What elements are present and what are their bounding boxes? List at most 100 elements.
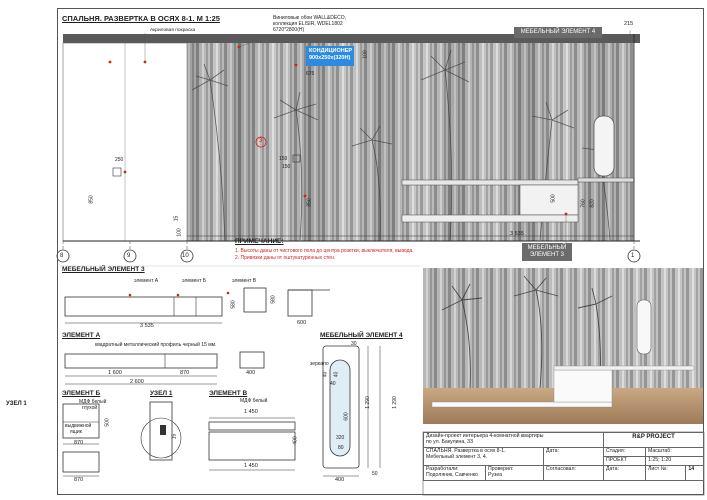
- a-dim-1600: 1 600: [108, 370, 122, 376]
- sheet-frame: [57, 8, 704, 495]
- profile-note: квадратный металлический профиль черный …: [95, 342, 217, 348]
- m4-dim-40c: 40: [330, 381, 336, 387]
- axis-10: 10: [182, 253, 189, 259]
- tb-project-line2: по ул. Бакулина, 33: [426, 438, 473, 445]
- a-dim-870: 870: [180, 370, 190, 376]
- m3-dim-600: 600: [297, 320, 307, 326]
- element-a-title: ЭЛЕМЕНТ А: [62, 332, 101, 339]
- m4-dim-600: 600: [343, 412, 350, 421]
- drawer-label-2: ящик: [70, 429, 82, 435]
- axis-8: 8: [60, 253, 64, 259]
- tb-date2: Дата:: [602, 464, 647, 481]
- tb-agreed: Согласовал:: [543, 464, 604, 481]
- dim-150: 150: [279, 156, 288, 162]
- element-v-title: ЭЛЕМЕНТ В: [209, 390, 248, 397]
- furniture-3-tag-line2: ЭЛЕМЕНТ 3: [529, 252, 565, 259]
- dim-850b: 850: [306, 198, 313, 207]
- furniture-3-tag: МЕБЕЛЬНЫЙ ЭЛЕМЕНТ 3: [522, 243, 572, 262]
- m4-dim-400: 400: [335, 477, 345, 483]
- dim-215: 215: [624, 21, 634, 27]
- tb-developed-label: Разработали:: [426, 465, 459, 472]
- m4-dim-50: 50: [372, 471, 378, 477]
- dim-15: 15: [173, 215, 180, 222]
- tb-scale-value: 1:25; 1:20: [645, 455, 704, 466]
- m4-dim-30: 30: [351, 341, 357, 347]
- notes-header: ПРИМЕЧАНИЕ:: [235, 238, 284, 245]
- tb-company: R&P PROJECT: [603, 432, 704, 448]
- n-dim-15: 15: [171, 433, 178, 440]
- mdf-white-label: МДФ белый: [79, 399, 107, 405]
- dim-820: 820: [589, 199, 596, 208]
- axis-1: 1: [631, 253, 635, 259]
- a-dim-2600: 2 600: [130, 379, 144, 385]
- dim-250: 250: [115, 157, 124, 163]
- dim-100: 100: [362, 50, 369, 59]
- m4-dim-40: 40: [322, 371, 329, 378]
- m4-dim-1290b: 1 290: [391, 396, 398, 409]
- mdf-blind-label: глухой: [82, 405, 98, 411]
- m3-dim-3535: 3 535: [140, 323, 154, 329]
- label-element-v: элемент В: [232, 278, 257, 284]
- dim-500: 500: [550, 194, 557, 203]
- tb-scale-label: Масштаб:: [645, 446, 704, 457]
- dim-100b: 100: [176, 228, 183, 237]
- title-block: Дизайн-проект интерьера 4-комнатной квар…: [423, 432, 704, 481]
- dim-3535: 3 535: [510, 231, 524, 237]
- b-dim-870: 870: [74, 440, 84, 446]
- tb-date: Дата:: [543, 446, 604, 466]
- conditioner-size: 900х250х(320Н): [309, 54, 351, 61]
- wallpaper-note-1: Виниловые обои WALL&DECO,: [273, 15, 347, 21]
- tb-stage-value: ПРОЕКТ: [602, 455, 647, 466]
- label-element-a: элемент А: [134, 278, 159, 284]
- label-element-b: элемент Б: [182, 278, 207, 284]
- dim-850: 850: [88, 195, 95, 204]
- furniture-3-title: МЕБЕЛЬНЫЙ ЭЛЕМЕНТ 3: [62, 266, 145, 273]
- furniture-3-tag-line1: МЕБЕЛЬНЫЙ: [527, 245, 567, 251]
- tb-sheet-title-line1: СПАЛЬНЯ. Развертка в осях 8-1.: [426, 447, 506, 454]
- furniture-4-title: МЕБЕЛЬНЫЙ ЭЛЕМЕНТ 4: [320, 332, 403, 339]
- v-dim-1450b: 1 450: [244, 463, 258, 469]
- furniture-4-tag: МЕБЕЛЬНЫЙ ЭЛЕМЕНТ 4: [514, 27, 602, 39]
- v-dim-400: 400: [292, 436, 299, 445]
- m4-dim-80: 80: [338, 445, 344, 451]
- callout-3: 3: [259, 138, 263, 144]
- tb-sheet-value: 14: [685, 464, 704, 481]
- wallpaper-note-3: 6720*2800(Н): [273, 27, 305, 33]
- tb-checked-value: Рузеа: [488, 471, 503, 478]
- acrylic-note: Акриловая покраска: [150, 28, 196, 33]
- wallpaper-note-2: коллекция ELISIR, WDEL1802: [273, 21, 343, 27]
- dim-150b: 150: [282, 164, 291, 170]
- tb-project: Дизайн-проект интерьера 4-комнатной квар…: [423, 432, 604, 448]
- node-1-left: УЗЕЛ 1: [6, 401, 27, 407]
- tb-stage-label: Стадия:: [602, 446, 647, 457]
- notes-line-1: 1. Высоты даны от чистового пола до цент…: [235, 248, 414, 254]
- notes-line-2: 2. Привязки даны от оштукатуренных стен.: [235, 255, 336, 261]
- tb-sheet-title: СПАЛЬНЯ. Развертка в осях 8-1. Мебельный…: [423, 446, 544, 466]
- m3-dim-580b: 580: [270, 295, 277, 304]
- element-b-title: ЭЛЕМЕНТ Б: [62, 390, 101, 397]
- m4-dim-1290: 1 290: [364, 396, 371, 409]
- a-dim-400: 400: [246, 370, 256, 376]
- v-dim-1450: 1 450: [244, 409, 258, 415]
- mirror-label: зеркало: [310, 361, 329, 367]
- node-1-title: УЗЕЛ 1: [150, 390, 173, 397]
- tb-checked-label: Проверил:: [488, 465, 514, 472]
- tb-sheet-label: Лист №:: [645, 464, 687, 481]
- dim-675: 675: [306, 71, 315, 77]
- conditioner-label: КОНДИЦИОНЕР: [309, 48, 353, 54]
- m4-dim-320: 320: [336, 435, 345, 441]
- tb-developed-value: Подоляник, Савченко: [426, 471, 478, 478]
- b-dim-870b: 870: [74, 477, 84, 483]
- tb-project-line1: Дизайн-проект интерьера 4-комнатной квар…: [426, 433, 544, 439]
- tb-developed: Разработали: Подоляник, Савченко: [423, 464, 486, 481]
- m4-dim-40b: 40: [333, 371, 340, 378]
- conditioner-tag: КОНДИЦИОНЕР 900х250х(320Н): [306, 46, 354, 66]
- mdf-white-v: МДФ белый: [240, 398, 268, 404]
- b-dim-500: 500: [104, 418, 111, 427]
- dim-760: 760: [580, 199, 587, 208]
- drawer-label-1: выдвижной: [65, 423, 92, 429]
- m3-dim-580: 580: [230, 300, 237, 309]
- axis-9: 9: [127, 253, 131, 259]
- elevation-title: СПАЛЬНЯ. РАЗВЕРТКА В ОСЯХ 8-1. М 1:25: [62, 14, 220, 23]
